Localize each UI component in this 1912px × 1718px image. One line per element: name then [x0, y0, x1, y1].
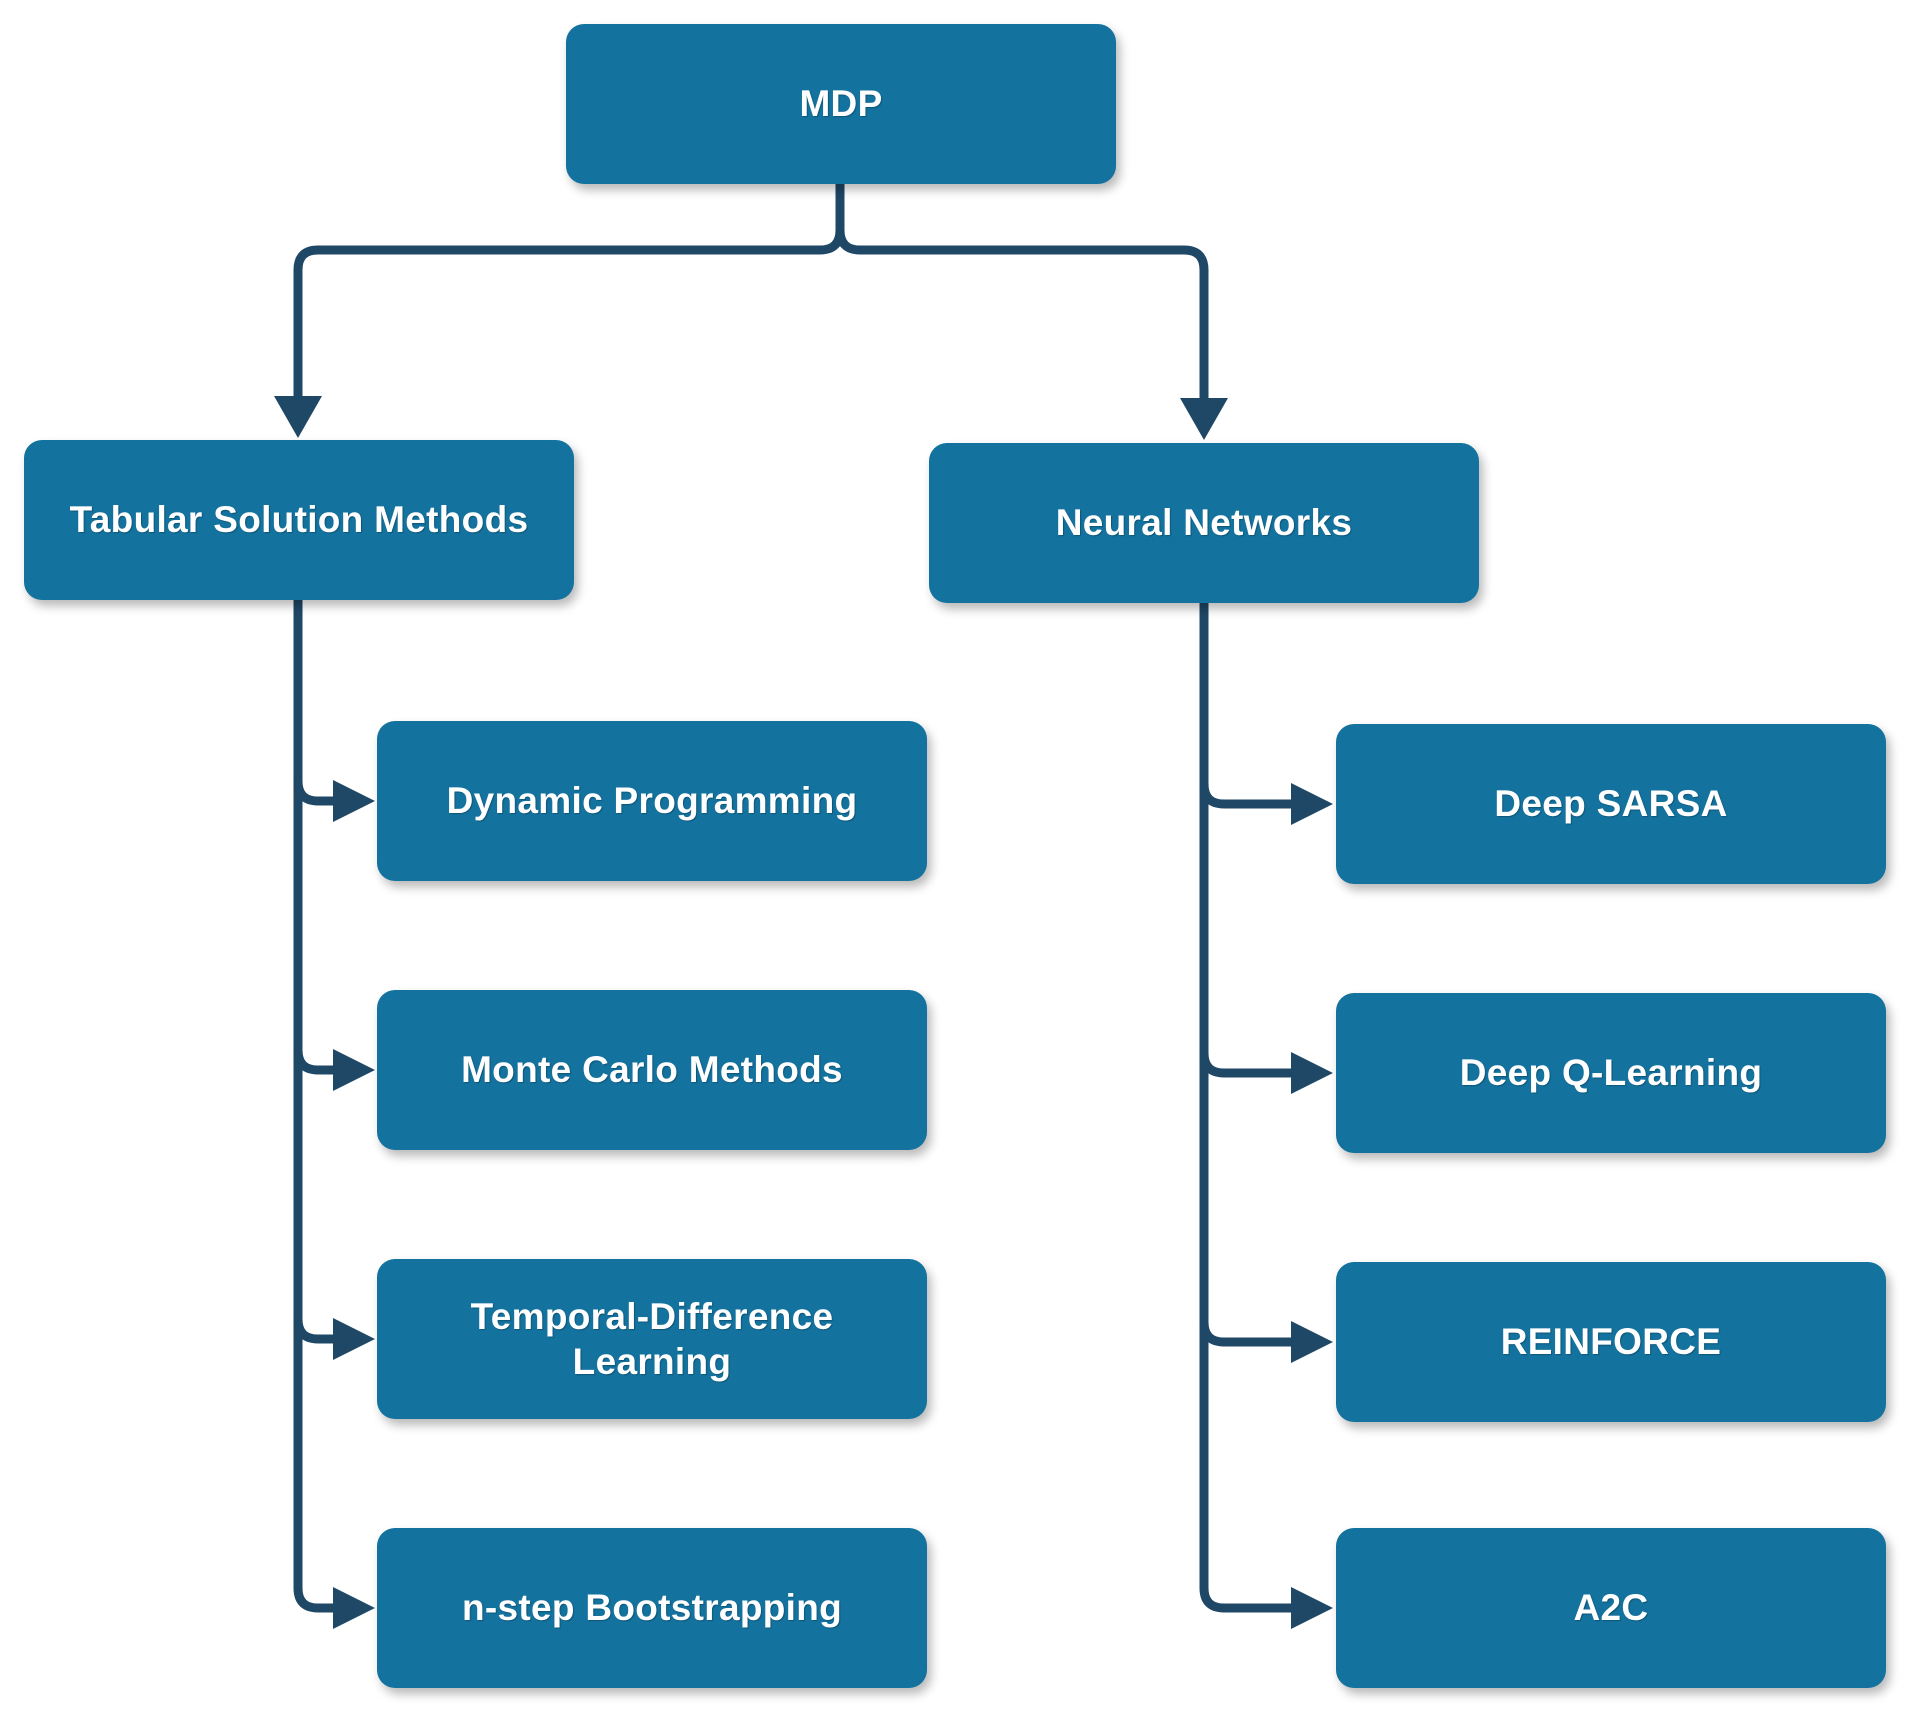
node-label: Temporal-Difference Learning	[470, 1295, 834, 1382]
node-label: Neural Networks	[1055, 502, 1353, 544]
node-label: Tabular Solution Methods	[69, 499, 529, 541]
node-label: n-step Bootstrapping	[461, 1587, 843, 1629]
node-mdp: MDP	[566, 24, 1116, 184]
node-a2c: A2C	[1336, 1528, 1886, 1688]
arrowhead-n-step	[333, 1587, 375, 1629]
node-label: Monte Carlo Methods	[461, 1049, 843, 1091]
arrowhead-neural	[1180, 398, 1228, 440]
node-n-step-bootstrapping: n-step Bootstrapping	[377, 1528, 927, 1688]
node-tabular-solution-methods: Tabular Solution Methods	[24, 440, 574, 600]
arrowhead-reinforce	[1291, 1321, 1333, 1363]
node-label: REINFORCE	[1500, 1321, 1722, 1363]
arrowhead-a2c	[1291, 1587, 1333, 1629]
node-label: A2C	[1573, 1587, 1649, 1629]
connector-to-dynamic-programming	[293, 776, 341, 806]
connector-to-monte-carlo	[293, 1045, 341, 1075]
node-label: Deep Q-Learning	[1459, 1052, 1763, 1094]
arrowhead-deep-sarsa	[1291, 783, 1333, 825]
node-monte-carlo-methods: Monte Carlo Methods	[377, 990, 927, 1150]
connector-to-deep-sarsa	[1199, 779, 1299, 809]
node-label: Dynamic Programming	[446, 780, 858, 822]
node-label: Deep SARSA	[1494, 783, 1728, 825]
connector-root-to-neural	[835, 225, 1209, 407]
connector-to-temporal-difference	[293, 1314, 341, 1344]
node-deep-sarsa: Deep SARSA	[1336, 724, 1886, 884]
arrowhead-dynamic-programming	[333, 780, 375, 822]
arrowhead-deep-q-learning	[1291, 1052, 1333, 1094]
connector-root-to-tabular	[293, 179, 845, 405]
arrowhead-temporal-difference	[333, 1318, 375, 1360]
connector-to-reinforce	[1199, 1317, 1299, 1347]
node-neural-networks: Neural Networks	[929, 443, 1479, 603]
connector-neural-trunk	[1199, 598, 1299, 1613]
node-reinforce: REINFORCE	[1336, 1262, 1886, 1422]
node-deep-q-learning: Deep Q-Learning	[1336, 993, 1886, 1153]
node-dynamic-programming: Dynamic Programming	[377, 721, 927, 881]
node-label: MDP	[799, 83, 883, 125]
node-temporal-difference-learning: Temporal-Difference Learning	[377, 1259, 927, 1419]
arrowhead-tabular	[274, 396, 322, 438]
arrowhead-monte-carlo	[333, 1049, 375, 1091]
connector-tabular-trunk	[293, 595, 341, 1613]
connector-to-deep-q-learning	[1199, 1048, 1299, 1078]
